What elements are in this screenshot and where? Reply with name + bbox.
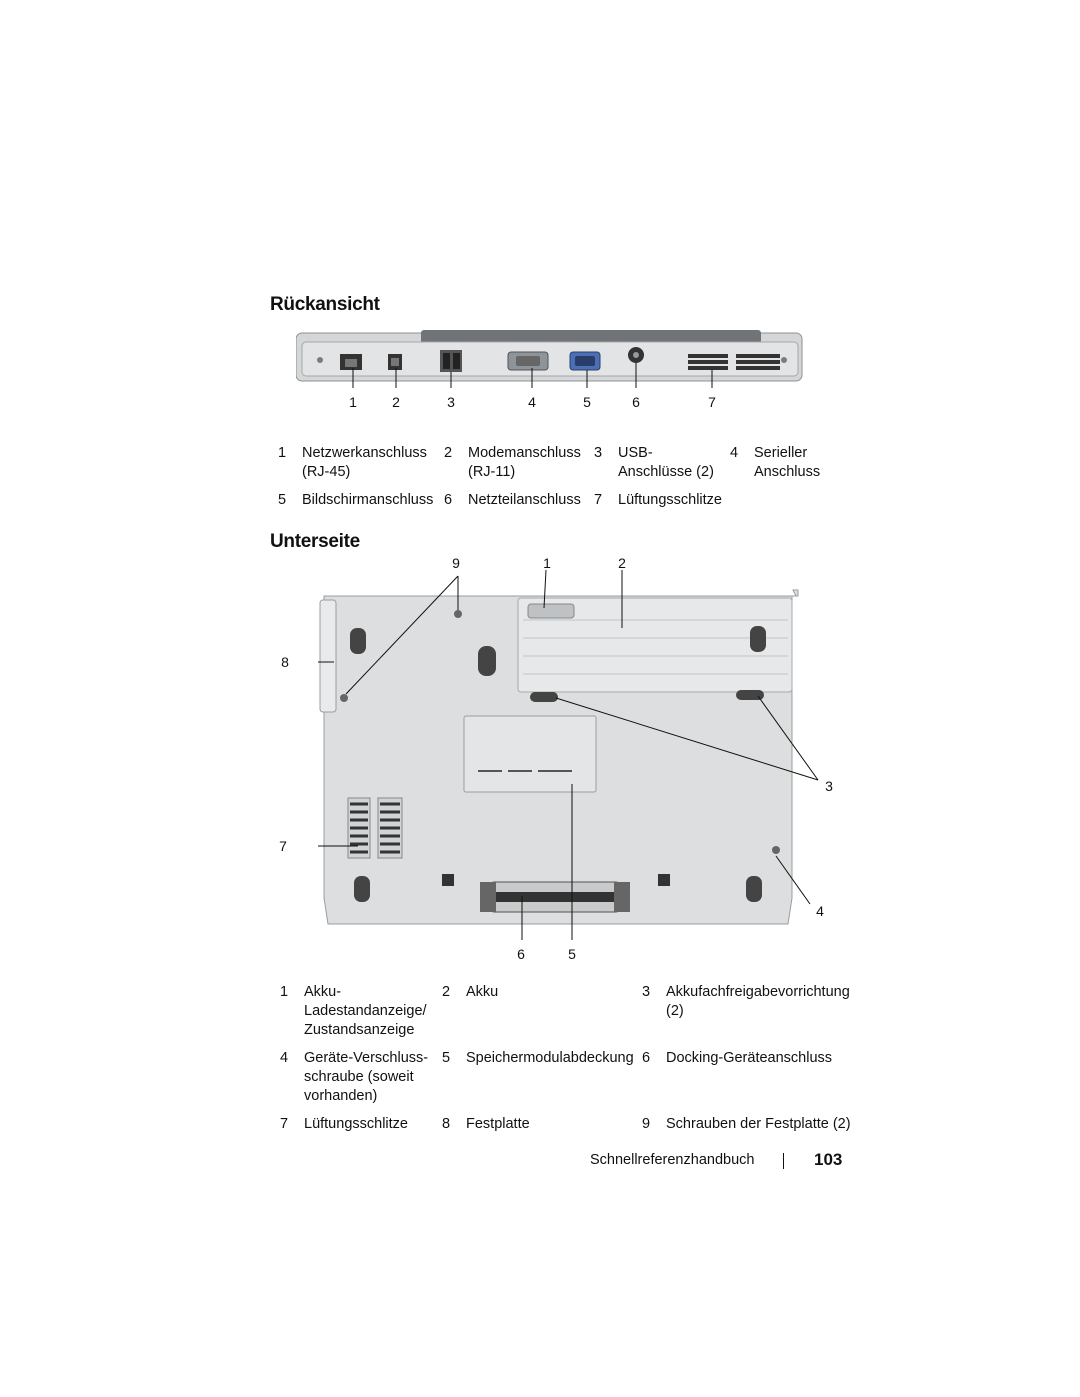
legend-label: Bildschirmanschluss bbox=[302, 492, 434, 508]
legend-row: 1 Netzwerkanschluss (RJ-45) 2 Modemansch… bbox=[278, 444, 834, 491]
bottom-view-figure bbox=[318, 569, 819, 940]
footer-title: Schnellreferenzhandbuch bbox=[590, 1152, 755, 1168]
rear-callout-4: 4 bbox=[528, 394, 536, 410]
legend-label: Lüftungsschlitze bbox=[618, 492, 722, 508]
usb-ports-icon bbox=[440, 350, 462, 372]
battery-release-latch-icon bbox=[530, 690, 764, 702]
legend-number: 4 bbox=[730, 445, 739, 461]
legend-label: Akku bbox=[466, 984, 499, 1000]
rear-callout-3: 3 bbox=[447, 394, 455, 410]
legend-label: Schrauben der Festplatte (2) bbox=[666, 1116, 851, 1132]
rear-callout-7: 7 bbox=[708, 394, 716, 410]
legend-number: 2 bbox=[442, 984, 451, 1000]
legend-label: Serieller Anschluss bbox=[754, 445, 821, 480]
rear-callout-5: 5 bbox=[583, 394, 591, 410]
ventilation-grille-icon bbox=[347, 797, 403, 859]
display-hinge bbox=[421, 330, 761, 344]
legend-label: Docking-Geräteanschluss bbox=[666, 1050, 833, 1066]
rear-legend-table: 1 Netzwerkanschluss (RJ-45) 2 Modemansch… bbox=[278, 444, 834, 519]
legend-number: 2 bbox=[444, 445, 453, 461]
bottom-callout-9: 9 bbox=[452, 555, 460, 571]
legend-number: 9 bbox=[642, 1116, 651, 1132]
legend-row: 5 Bildschirmanschluss 6 Netzteilanschlus… bbox=[278, 491, 834, 519]
modem-port-icon bbox=[388, 354, 402, 370]
bottom-callout-2: 2 bbox=[618, 555, 626, 571]
heading-rear-view: Rückansicht bbox=[270, 294, 380, 315]
display-port-icon bbox=[569, 351, 601, 371]
legend-row: 4 Geräte-Verschluss- schraube (soweit vo… bbox=[280, 1049, 866, 1115]
bottom-callout-7: 7 bbox=[279, 838, 287, 854]
page-footer: Schnellreferenzhandbuch 103 bbox=[540, 1150, 843, 1172]
legend-number: 8 bbox=[442, 1116, 451, 1132]
rear-callout-6: 6 bbox=[632, 394, 640, 410]
legend-label: Akkufachfreigabevorrichtung (2) bbox=[666, 984, 850, 1019]
legend-label: USB- Anschlüsse (2) bbox=[618, 445, 714, 480]
legend-number: 7 bbox=[594, 492, 603, 508]
legend-label: Netzteilanschluss bbox=[468, 492, 581, 508]
network-port-icon bbox=[340, 354, 362, 370]
serial-port-icon bbox=[507, 351, 549, 371]
legend-label bbox=[754, 491, 834, 519]
legend-number: 3 bbox=[642, 984, 651, 1000]
legend-row: 7 Lüftungsschlitze 8 Festplatte 9 Schrau… bbox=[280, 1115, 866, 1143]
bottom-callout-6: 6 bbox=[517, 946, 525, 962]
screw-icon bbox=[340, 610, 780, 854]
legend-number: 3 bbox=[594, 445, 603, 461]
bottom-callout-3: 3 bbox=[825, 778, 833, 794]
footer-divider bbox=[783, 1153, 784, 1169]
legend-number: 6 bbox=[642, 1050, 651, 1066]
memory-module-cover bbox=[463, 715, 597, 793]
ventilation-grille-icon bbox=[688, 354, 780, 370]
legend-number: 5 bbox=[442, 1050, 451, 1066]
battery-pack bbox=[517, 597, 793, 693]
legend-label: Geräte-Verschluss- schraube (soweit vorh… bbox=[304, 1050, 429, 1104]
bottom-callout-8: 8 bbox=[281, 654, 289, 670]
heading-bottom-view: Unterseite bbox=[270, 531, 360, 552]
docking-connector-icon bbox=[480, 881, 630, 913]
legend-number: 4 bbox=[280, 1050, 289, 1066]
rear-callout-1: 1 bbox=[349, 394, 357, 410]
legend-number: 1 bbox=[278, 445, 287, 461]
bottom-callout-4: 4 bbox=[816, 903, 824, 919]
legend-label: Akku- Ladestandanzeige/ Zustandsanzeige bbox=[304, 984, 427, 1038]
bottom-callout-1: 1 bbox=[543, 555, 551, 571]
legend-number: 5 bbox=[278, 492, 287, 508]
legend-number: 6 bbox=[444, 492, 453, 508]
rear-view-figure bbox=[296, 330, 803, 388]
legend-label: Netzwerkanschluss (RJ-45) bbox=[302, 445, 427, 480]
page-number: 103 bbox=[814, 1150, 843, 1169]
legend-number: 1 bbox=[280, 984, 289, 1000]
legend-number: 7 bbox=[280, 1116, 289, 1132]
bottom-callout-5: 5 bbox=[568, 946, 576, 962]
rubber-foot-icon bbox=[350, 626, 766, 902]
legend-label: Speichermodulabdeckung bbox=[466, 1050, 634, 1066]
legend-number bbox=[730, 491, 754, 519]
legend-label: Modemanschluss (RJ-11) bbox=[468, 445, 581, 480]
legend-label: Festplatte bbox=[466, 1116, 530, 1132]
rear-callout-2: 2 bbox=[392, 394, 400, 410]
battery-charge-gauge bbox=[527, 603, 575, 619]
bottom-legend-table: 1 Akku- Ladestandanzeige/ Zustandsanzeig… bbox=[280, 983, 866, 1143]
legend-label: Lüftungsschlitze bbox=[304, 1116, 408, 1132]
hard-drive-cover bbox=[319, 599, 337, 713]
power-port-icon bbox=[628, 347, 644, 363]
legend-row: 1 Akku- Ladestandanzeige/ Zustandsanzeig… bbox=[280, 983, 866, 1049]
